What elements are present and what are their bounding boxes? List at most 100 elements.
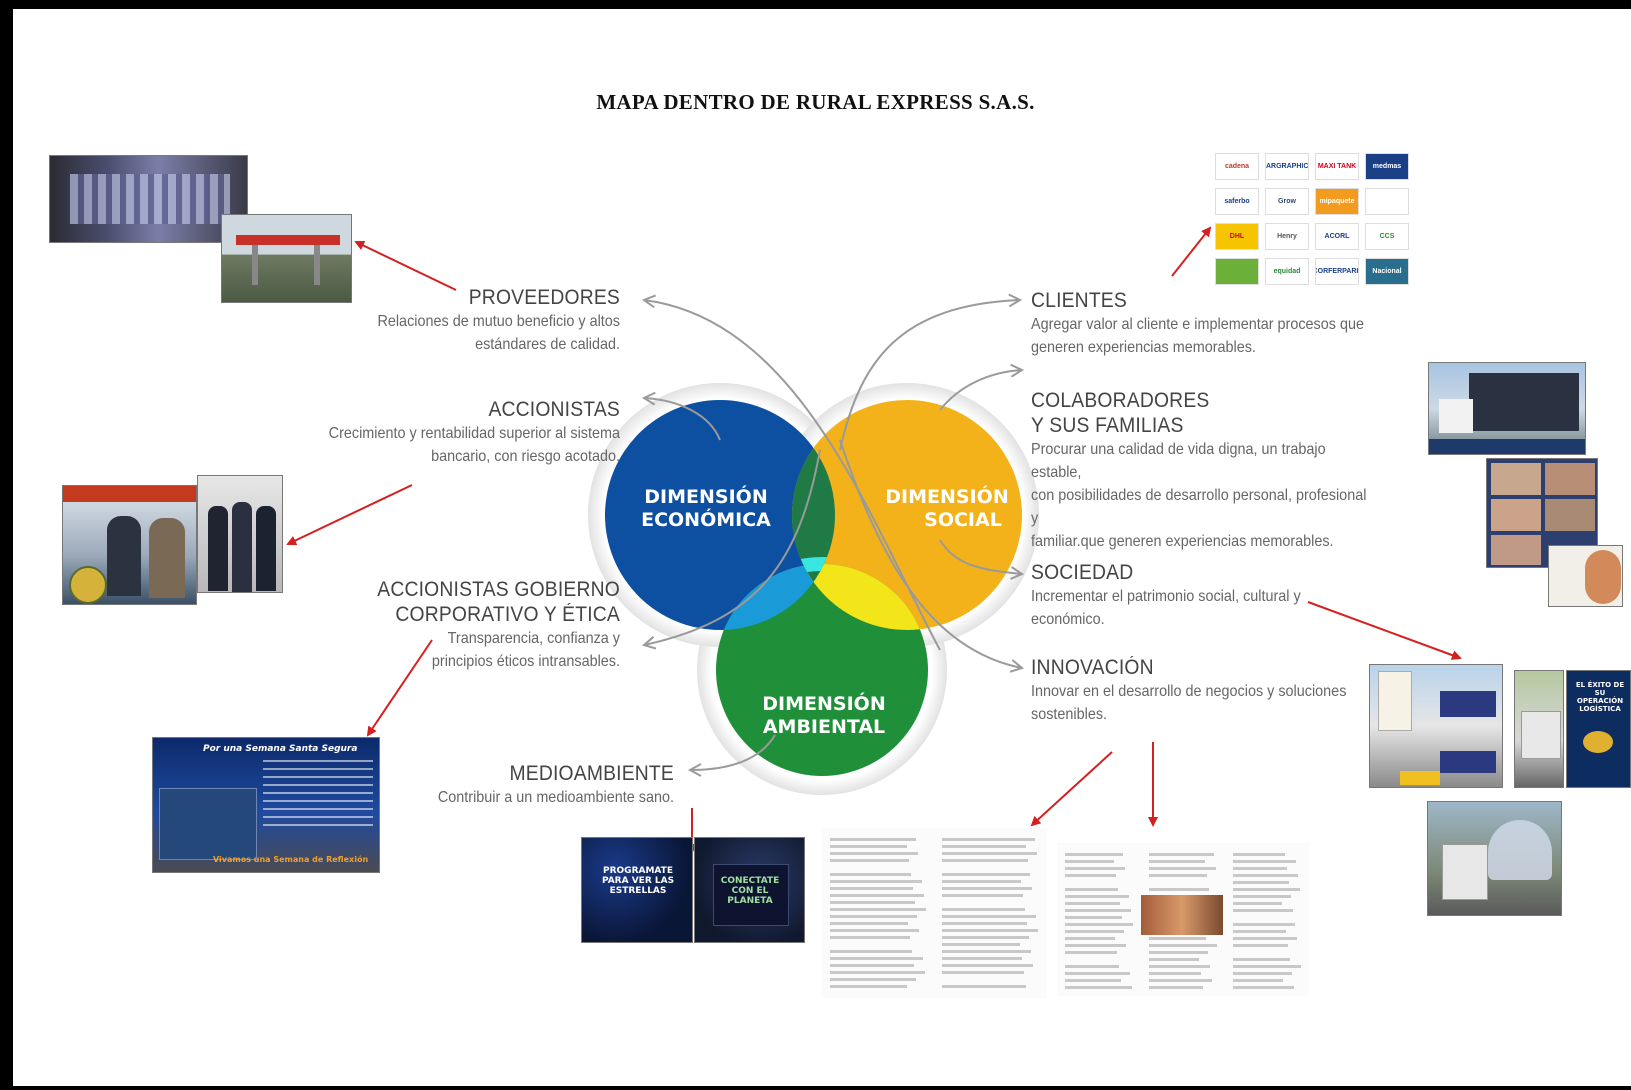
stakeholder-colaboradores: COLABORADORES Y SUS FAMILIAS Procurar un… <box>1031 388 1411 553</box>
stakeholder-desc: estándares de calidad. <box>475 336 620 353</box>
document-text-line <box>942 894 1023 897</box>
document-text-line <box>1065 853 1123 856</box>
page-title: MAPA DENTRO DE RURAL EXPRESS S.A.S. <box>596 90 1035 114</box>
document-text-line <box>942 985 1026 988</box>
connector-sociedad <box>939 539 1022 574</box>
document-text-line <box>1065 972 1130 975</box>
document-text-line <box>1233 895 1291 898</box>
document-text-line <box>942 908 1025 911</box>
client-logo <box>1215 258 1259 285</box>
connector-accionistas <box>644 398 721 441</box>
document-text-line <box>942 964 1033 967</box>
stakeholder-desc: Transparencia, confianza y <box>447 630 620 647</box>
stakeholder-proveedores: PROVEEDORES Relaciones de mutuo benefici… <box>300 285 620 356</box>
stakeholder-medioambiente: MEDIOAMBIENTE Contribuir a un medioambie… <box>380 761 674 809</box>
document-text-line <box>830 936 910 939</box>
document-text-line <box>830 950 912 953</box>
stakeholder-desc: bancario, con riesgo acotado. <box>431 448 620 465</box>
document-text-line <box>830 880 922 883</box>
client-logo <box>1365 188 1409 215</box>
label-social-2: SOCIAL <box>924 509 1002 531</box>
client-logo: medmas <box>1365 153 1409 180</box>
document-text-line <box>1233 853 1285 856</box>
label-economica-2: ECONÓMICA <box>641 507 771 531</box>
client-logo: CARGRAPHICS <box>1265 153 1309 180</box>
shareholders-group-photo <box>197 475 283 593</box>
connector-innovacion <box>839 439 1022 668</box>
client-logo: saferbo <box>1215 188 1259 215</box>
document-text-line <box>942 887 1032 890</box>
document-text-line <box>1149 986 1203 989</box>
client-logo: MAXI TANK <box>1315 153 1359 180</box>
client-logo: Nacional <box>1365 258 1409 285</box>
stakeholder-desc: principios éticos intransables. <box>431 653 620 670</box>
document-text-line <box>1065 937 1115 940</box>
stakeholder-desc: económico. <box>1031 611 1105 628</box>
arrow-proveedores <box>354 240 457 291</box>
label-economica-1: DIMENSIÓN <box>644 484 767 508</box>
semana-santa-footer: Vivamos una Semana de Reflexión <box>213 855 369 864</box>
document-text-line <box>1149 874 1207 877</box>
overlap-econ-ambiental <box>716 564 835 630</box>
overlap-social-ambiental <box>792 564 928 630</box>
truck-heart-photo <box>1427 801 1562 916</box>
stakeholder-heading: COLABORADORES <box>1031 389 1210 412</box>
document-text-line <box>942 943 1020 946</box>
document-text-line <box>830 915 917 918</box>
client-logo: mipaquete <box>1315 188 1359 215</box>
stakeholder-desc: familiar.que generen experiencias memora… <box>1031 533 1334 550</box>
operacion-text: EL ÉXITO DE SU OPERACIÓN LOGÍSTICA <box>1575 681 1625 713</box>
semana-santa-poster: Por una Semana Santa Segura Vivamos una … <box>152 737 380 873</box>
stakeholder-gobierno: ACCIONISTAS GOBIERNO CORPORATIVO Y ÉTICA… <box>300 577 620 673</box>
document-text-line <box>942 957 1022 960</box>
client-logo: Grow <box>1265 188 1309 215</box>
arrow-innovacion-1 <box>1030 751 1113 827</box>
document-text-line <box>830 908 926 911</box>
document-text-line <box>942 838 1035 841</box>
document-text-line <box>1149 860 1205 863</box>
document-text-line <box>1233 972 1292 975</box>
document-text-line <box>942 922 1027 925</box>
document-text-line <box>830 845 907 848</box>
client-logo: Henry <box>1265 223 1309 250</box>
connector-clientes <box>839 300 1020 451</box>
document-text-line <box>830 985 907 988</box>
stakeholder-heading: PROVEEDORES <box>468 286 620 309</box>
document-text-line <box>1233 930 1286 933</box>
client-logo: CORFERPARK <box>1315 258 1359 285</box>
client-logo: cadena <box>1215 153 1259 180</box>
document-text-line <box>1233 965 1301 968</box>
document-text-line <box>1233 909 1293 912</box>
document-text-line <box>830 901 915 904</box>
document-text-line <box>830 971 925 974</box>
philosophy-document <box>1057 843 1309 996</box>
stakeholder-desc: Innovar en el desarrollo de negocios y s… <box>1031 683 1347 700</box>
stakeholder-desc: Procurar una calidad de vida digna, un t… <box>1031 441 1326 481</box>
document-text-line <box>830 964 914 967</box>
stakeholder-heading: ACCIONISTAS <box>488 398 620 421</box>
connector-colaboradores <box>939 370 1022 411</box>
document-text-line <box>1233 923 1295 926</box>
semana-santa-title: Por una Semana Santa Segura <box>203 744 358 754</box>
stakeholder-heading: MEDIOAMBIENTE <box>509 762 674 785</box>
document-text-line <box>1065 951 1117 954</box>
document-text-line <box>1065 867 1125 870</box>
stakeholder-heading: ACCIONISTAS GOBIERNO <box>377 578 620 601</box>
document-text-line <box>942 845 1026 848</box>
document-text-line <box>1233 958 1290 961</box>
document-text-line <box>830 929 919 932</box>
arrow-gobierno <box>366 639 433 737</box>
document-text-line <box>1233 874 1298 877</box>
document-text-line <box>1065 944 1126 947</box>
document-text-line <box>1065 923 1133 926</box>
overlap-center-cyan <box>792 557 835 630</box>
document-text-line <box>830 922 908 925</box>
stakeholder-desc: generen experiencias memorables. <box>1031 339 1256 356</box>
document-text-line <box>942 936 1029 939</box>
document-text-line <box>942 852 1037 855</box>
document-text-line <box>1149 965 1210 968</box>
planeta-text: CONECTATE CON EL PLANETA <box>720 876 780 906</box>
stakeholder-heading: Y SUS FAMILIAS <box>1031 414 1184 437</box>
document-text-line <box>1065 965 1119 968</box>
stakeholder-heading: CORPORATIVO Y ÉTICA <box>395 603 620 626</box>
